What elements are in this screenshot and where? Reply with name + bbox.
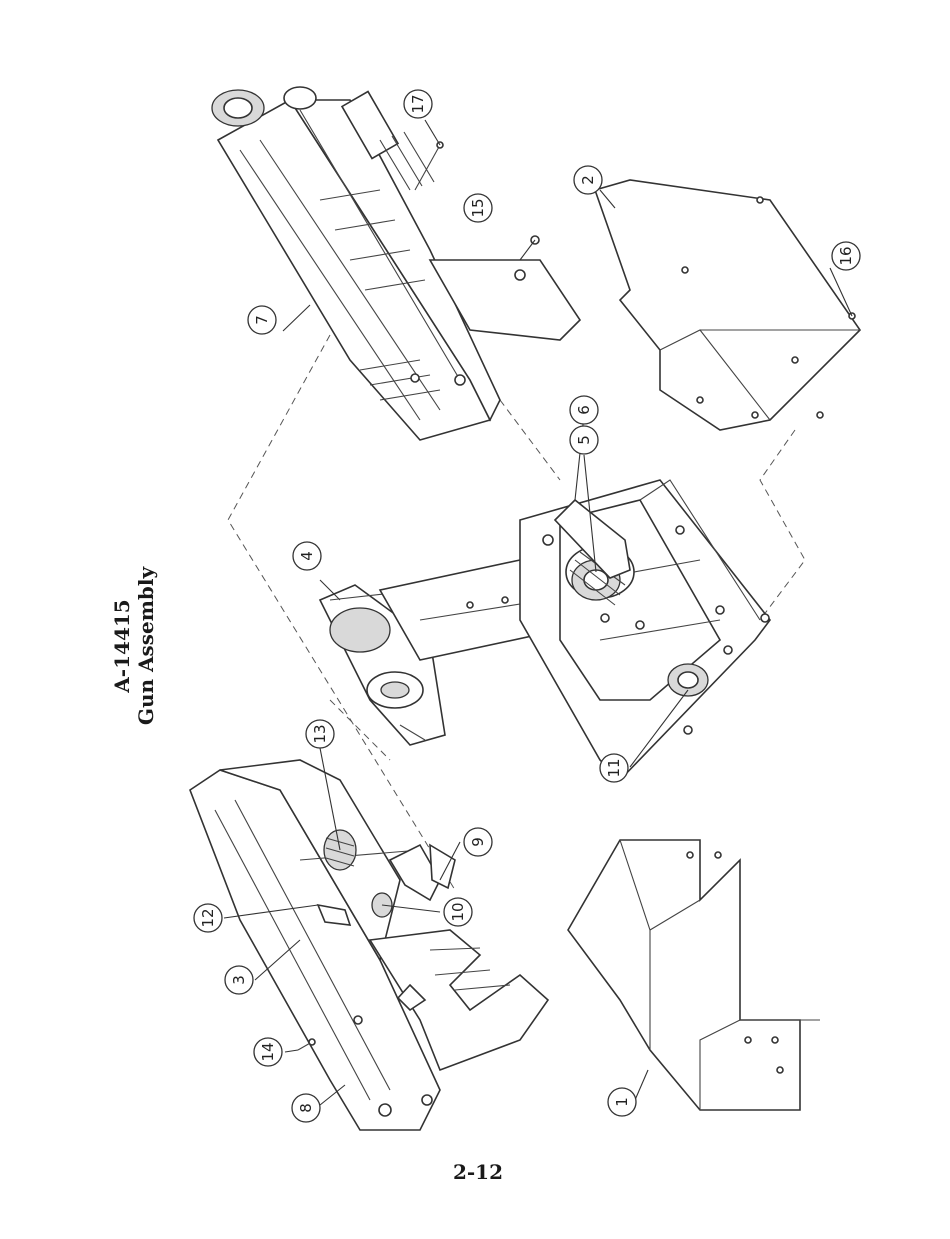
callout-16: 16 [832,242,860,270]
callout-3: 3 [225,966,253,994]
svg-text:1: 1 [613,1097,631,1107]
svg-text:3: 3 [230,975,248,985]
page-number: 2-12 [448,1160,508,1184]
title-part-number: A-14415 [110,567,134,725]
callout-17: 17 [404,90,432,118]
callout-10: 10 [444,898,472,926]
svg-text:11: 11 [605,758,623,777]
callout-6: 6 [570,396,598,424]
callout-1: 1 [608,1088,636,1116]
svg-text:14: 14 [259,1042,277,1061]
callout-7: 7 [248,306,276,334]
part-17-screw [415,142,443,190]
part-11-bearing [668,664,708,696]
part-1-left-cover [568,840,820,1110]
callout-15: 15 [464,194,492,222]
callout-14: 14 [254,1038,282,1066]
svg-text:13: 13 [311,724,329,743]
part-2-right-cover [595,180,860,430]
svg-text:5: 5 [575,435,593,445]
svg-text:17: 17 [409,94,427,113]
svg-text:2: 2 [579,175,597,185]
diagram-title: A-14415 Gun Assembly [110,567,158,725]
svg-text:8: 8 [297,1103,315,1113]
title-assembly-name: Gun Assembly [134,567,158,725]
callout-9: 9 [464,828,492,856]
callout-5: 5 [570,426,598,454]
svg-text:10: 10 [449,902,467,921]
svg-text:12: 12 [199,908,217,927]
callout-13: 13 [306,720,334,748]
main-base-frame [520,480,770,780]
trigger [390,845,455,900]
svg-text:7: 7 [253,315,271,325]
svg-text:4: 4 [298,551,316,561]
callout-11: 11 [600,754,628,782]
svg-text:16: 16 [837,246,855,265]
callout-4: 4 [293,542,321,570]
callout-12: 12 [194,904,222,932]
svg-text:9: 9 [469,837,487,847]
callout-8: 8 [292,1094,320,1122]
svg-text:15: 15 [469,198,487,217]
svg-text:6: 6 [575,405,593,415]
callout-2: 2 [574,166,602,194]
